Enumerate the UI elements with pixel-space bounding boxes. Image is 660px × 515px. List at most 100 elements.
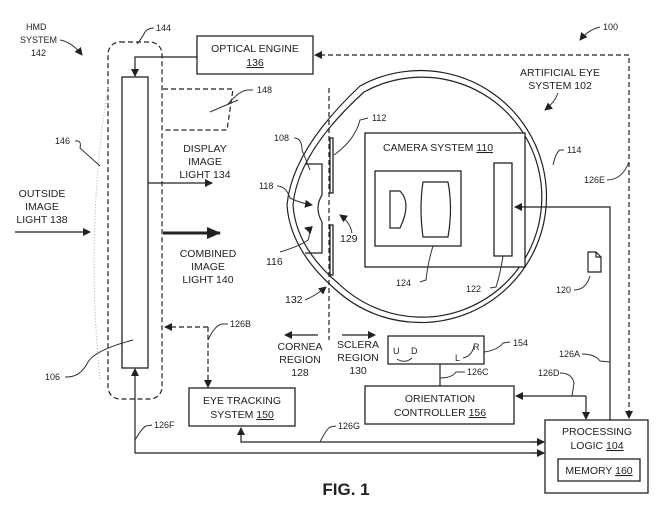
svg-text:126E: 126E: [584, 175, 605, 185]
sensor-ref-122: 122: [466, 255, 504, 294]
svg-text:100: 100: [603, 22, 618, 32]
combiner-element: [209, 99, 239, 113]
boundary-ref-132: 132: [285, 286, 327, 306]
svg-text:136: 136: [246, 57, 264, 69]
svg-text:OPTICAL ENGINE: OPTICAL ENGINE: [211, 43, 299, 55]
svg-text:108: 108: [274, 133, 289, 143]
artificial-eye-label: ARTIFICIAL EYE SYSTEM 102: [520, 67, 600, 111]
svg-text:146: 146: [55, 136, 70, 146]
svg-text:HMD: HMD: [26, 22, 47, 32]
lens-curve-ref-146: 146: [55, 136, 101, 167]
link-126e: [314, 51, 630, 415]
artificial-eye: [286, 69, 548, 324]
svg-text:OUTSIDE: OUTSIDE: [19, 188, 66, 200]
svg-text:132: 132: [285, 294, 303, 306]
svg-text:148: 148: [257, 85, 272, 95]
cornea-ref-108: 108: [274, 133, 311, 171]
engine-to-panel-path: [131, 56, 197, 77]
svg-text:REGION: REGION: [337, 352, 378, 364]
svg-text:EYE TRACKING: EYE TRACKING: [203, 395, 281, 407]
aperture-lower: [329, 224, 334, 276]
aperture-upper: [329, 137, 334, 194]
svg-text:129: 129: [340, 233, 358, 245]
svg-text:LIGHT 138: LIGHT 138: [16, 214, 67, 226]
svg-text:DISPLAY: DISPLAY: [183, 143, 227, 155]
svg-text:LIGHT 134: LIGHT 134: [179, 169, 230, 181]
image-sensor: [493, 162, 513, 257]
sclera-region-label: SCLERA REGION 130: [337, 339, 379, 377]
svg-text:LOGIC 104: LOGIC 104: [570, 440, 623, 452]
link-ref-126d: 126D: [538, 368, 575, 397]
svg-text:MEMORY 160: MEMORY 160: [565, 465, 632, 477]
svg-text:128: 128: [291, 367, 309, 379]
processing-logic-box: PROCESSING LOGIC 104: [544, 419, 649, 494]
svg-text:142: 142: [31, 48, 46, 58]
aperture-ref-112: 112: [333, 113, 386, 156]
link-ref-126f: 126F: [134, 420, 175, 441]
svg-text:126G: 126G: [338, 421, 360, 431]
link-ref-126e: 126E: [584, 161, 630, 185]
svg-text:118: 118: [259, 181, 273, 191]
svg-text:120: 120: [556, 285, 571, 295]
svg-text:SYSTEM 150: SYSTEM 150: [210, 409, 274, 421]
svg-text:114: 114: [567, 145, 581, 155]
combiner-ref-148: 148: [227, 85, 272, 105]
eye-shell-ref-114: 114: [552, 145, 581, 166]
link-126f: [131, 368, 544, 454]
outside-light-label: OUTSIDE IMAGE LIGHT 138: [16, 188, 67, 226]
svg-text:122: 122: [466, 284, 481, 294]
link-ref-126c: 126C: [439, 367, 489, 379]
svg-text:126B: 126B: [230, 319, 251, 329]
svg-text:126F: 126F: [154, 420, 175, 430]
svg-text:D: D: [411, 346, 418, 356]
svg-text:112: 112: [372, 113, 386, 123]
panel-ref-106: 106: [45, 339, 134, 382]
svg-text:REGION: REGION: [279, 354, 320, 366]
cornea-region-label: CORNEA REGION 128: [278, 341, 323, 379]
svg-text:IMAGE: IMAGE: [25, 201, 59, 213]
pupil-ref-118: 118: [259, 181, 313, 208]
svg-text:116: 116: [266, 256, 283, 268]
document-icon: [587, 251, 602, 273]
lens-assembly: [374, 170, 462, 247]
svg-text:SYSTEM 102: SYSTEM 102: [528, 80, 592, 92]
eye-tracking-box: EYE TRACKING SYSTEM 150: [188, 387, 296, 427]
iris-ref-116: 116: [266, 226, 313, 268]
hmd-system-label: HMD SYSTEM 142: [20, 22, 83, 58]
display-light-label: DISPLAY IMAGE LIGHT 134: [179, 143, 230, 181]
svg-text:154: 154: [513, 338, 528, 348]
display-panel: [121, 76, 149, 369]
optical-engine-box: OPTICAL ENGINE 136: [196, 35, 314, 75]
svg-text:IMAGE: IMAGE: [188, 156, 222, 168]
svg-text:CAMERA SYSTEM 110: CAMERA SYSTEM 110: [383, 142, 493, 154]
svg-text:ORIENTATION: ORIENTATION: [405, 393, 475, 405]
svg-text:106: 106: [45, 372, 60, 382]
combiner-148: [163, 88, 234, 131]
svg-text:SYSTEM: SYSTEM: [20, 35, 57, 45]
svg-text:ARTIFICIAL EYE: ARTIFICIAL EYE: [520, 67, 600, 79]
lens-ref-124: 124: [396, 245, 434, 288]
svg-text:R: R: [473, 342, 480, 352]
svg-text:CORNEA: CORNEA: [278, 341, 323, 353]
link-ref-126b: 126B: [207, 319, 251, 341]
svg-text:126A: 126A: [559, 349, 580, 359]
figure-title: FIG. 1: [322, 480, 369, 499]
svg-text:130: 130: [349, 365, 367, 377]
svg-text:126C: 126C: [467, 367, 489, 377]
link-ref-126a: 126A: [559, 349, 611, 363]
cornea-part-108: [305, 163, 323, 254]
opening-ref-129: 129: [339, 214, 358, 245]
stage-ref-154: 154: [483, 338, 528, 353]
svg-text:CONTROLLER 156: CONTROLLER 156: [394, 407, 486, 419]
svg-text:L: L: [455, 353, 460, 363]
link-to-sensor: [514, 203, 611, 420]
svg-text:LIGHT 140: LIGHT 140: [182, 274, 233, 286]
link-126g: [237, 427, 544, 443]
memory-box: MEMORY 160: [557, 458, 641, 482]
svg-text:U: U: [393, 346, 400, 356]
svg-text:144: 144: [156, 23, 171, 33]
svg-text:IMAGE: IMAGE: [191, 261, 225, 273]
svg-text:SCLERA: SCLERA: [337, 339, 379, 351]
lens-curve: [93, 87, 109, 381]
